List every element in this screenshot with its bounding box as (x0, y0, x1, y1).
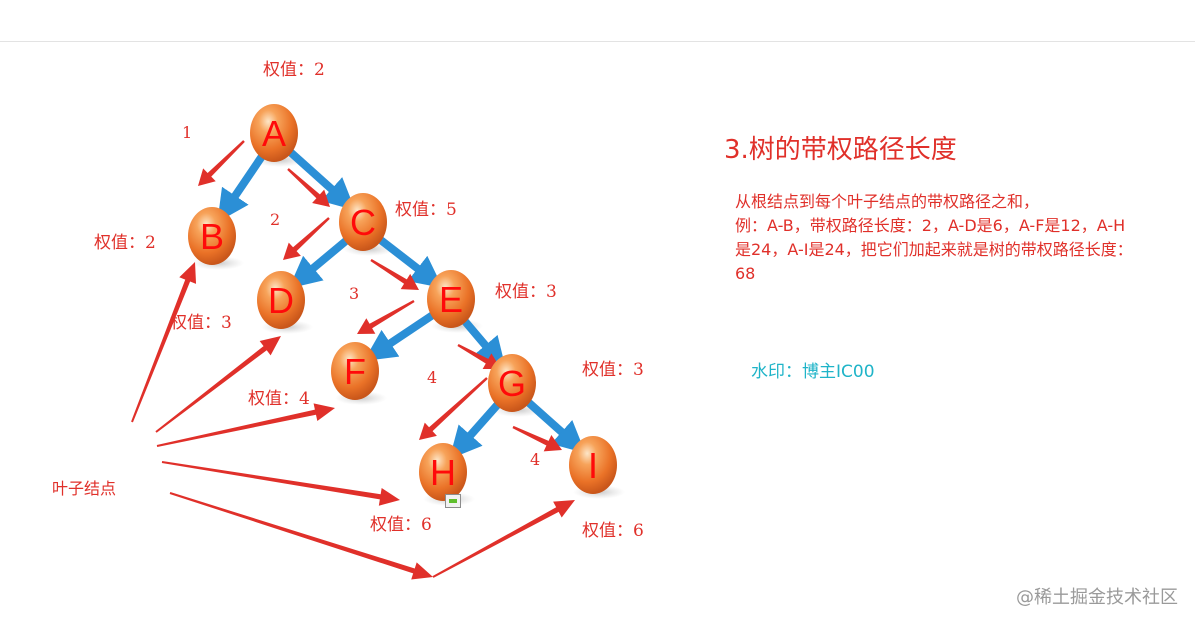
tree-node-c: C (339, 193, 387, 251)
path-length-label-3: 3 (349, 284, 359, 303)
tree-edge-c-e (377, 235, 443, 289)
top-divider (0, 41, 1195, 42)
node-label-a: A (262, 113, 286, 154)
weight-label-a: 权值：2 (263, 60, 325, 80)
path-arrow-1 (198, 140, 245, 186)
description-text: 从根结点到每个叶子结点的带权路径之和， 例：A-B，带权路径长度：2，A-D是6… (735, 190, 1180, 286)
leaf-pointer-arrow-1 (131, 262, 197, 423)
embedded-object-icon (445, 494, 461, 508)
watermark-note: 水印：博主IC00 (751, 362, 875, 382)
leaf-nodes-caption: 叶子结点 (52, 479, 116, 498)
node-ball-b (188, 207, 236, 265)
tree-edge-g-i (524, 398, 586, 454)
path-length-label-1: 1 (182, 123, 192, 142)
tree-edge-a-c (286, 148, 356, 211)
node-ball-g (488, 354, 536, 412)
tree-node-d: D (257, 271, 305, 329)
weight-label-i: 权值：6 (582, 521, 644, 541)
tree-node-b: B (188, 207, 236, 265)
node-ball-d (257, 271, 305, 329)
node-label-f: F (344, 351, 366, 392)
path-arrow-8 (512, 425, 562, 452)
weight-label-e: 权值：3 (495, 282, 557, 302)
path-arrow-2 (287, 168, 330, 207)
description-line-1: 从根结点到每个叶子结点的带权路径之和， (735, 192, 1040, 211)
node-ball-a (250, 104, 298, 162)
tree-edge-g-h (449, 400, 502, 460)
tree-node-f: F (331, 342, 379, 400)
tree-node-h: H (419, 443, 467, 501)
weighted-tree-diagram: A B C D E F G H I 权值：2 权值：2 权值：5 权值：3 权值：3 权值：4 权值：3 权值… (52, 60, 644, 580)
node-label-b: B (200, 216, 224, 257)
tree-node-i: I (569, 436, 617, 494)
section-title: 3.树的带权路径长度 (724, 135, 957, 165)
tree-edge-e-f (363, 311, 436, 361)
path-arrow-3 (283, 217, 330, 260)
leaf-pointer-arrow-6 (432, 500, 575, 578)
node-label-g: G (498, 363, 526, 404)
path-arrow-7 (419, 377, 488, 440)
weight-label-h: 权值：6 (370, 515, 432, 535)
weight-label-b: 权值：2 (94, 233, 156, 253)
leaf-pointer-arrow-3 (156, 403, 335, 447)
tree-edge-c-d (288, 236, 350, 289)
weight-label-d: 权值：3 (170, 313, 232, 333)
weight-label-g: 权值：3 (582, 360, 644, 380)
node-label-d: D (268, 280, 294, 321)
path-arrow-4 (370, 258, 419, 290)
node-ball-f (331, 342, 379, 400)
tree-edge-e-g (460, 317, 507, 370)
node-label-c: C (350, 202, 376, 243)
leaf-pointer-arrow-2 (155, 336, 281, 433)
tree-node-a: A (250, 104, 298, 162)
node-ball-c (339, 193, 387, 251)
tree-node-g: G (488, 354, 536, 412)
node-ball-i (569, 436, 617, 494)
weight-label-c: 权值：5 (395, 200, 457, 220)
node-label-h: H (430, 452, 456, 493)
node-ball-e (427, 270, 475, 328)
node-label-i: I (588, 445, 598, 486)
path-arrow-6 (457, 343, 501, 370)
description-line-2: 例：A-B，带权路径长度：2，A-D是6，A-F是12，A-H (735, 216, 1126, 235)
tree-edge-a-b (217, 153, 266, 223)
node-label-e: E (439, 279, 463, 320)
leaf-pointer-arrow-4 (161, 461, 400, 506)
tree-node-e: E (427, 270, 475, 328)
leaf-pointer-arrow-5 (169, 492, 434, 580)
path-length-label-2: 2 (270, 210, 280, 229)
path-arrow-5 (357, 299, 415, 334)
path-length-label-4: 4 (427, 368, 437, 387)
path-length-label-5: 4 (530, 450, 540, 469)
description-line-3: 是24，A-I是24，把它们加起来就是树的带权路径长度： (735, 240, 1133, 259)
site-watermark: @稀土掘金技术社区 (1016, 587, 1178, 608)
node-ball-h (419, 443, 467, 501)
weight-label-f: 权值：4 (248, 389, 310, 409)
description-line-4: 68 (735, 264, 756, 283)
